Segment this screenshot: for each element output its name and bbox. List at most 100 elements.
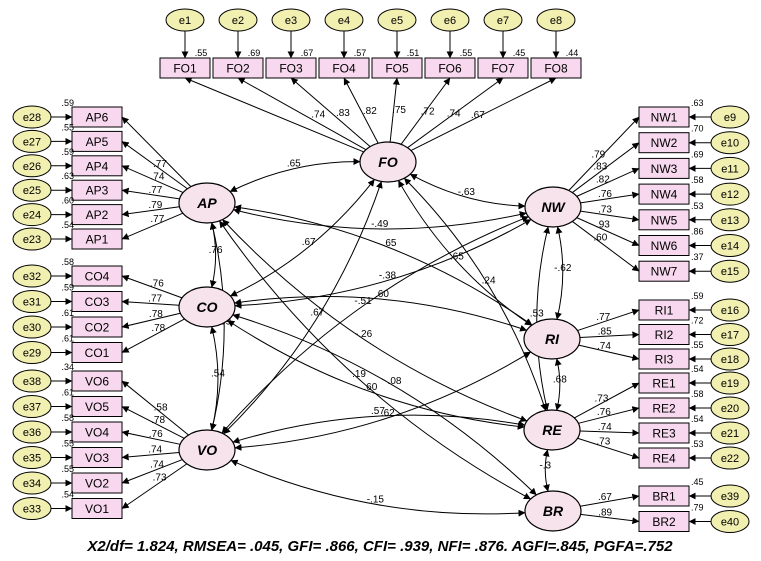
indicator-label: BR2 bbox=[652, 515, 676, 529]
indicator-box bbox=[71, 265, 123, 287]
loading-path bbox=[578, 344, 640, 361]
latent-factor bbox=[178, 182, 236, 224]
r-squared-label: .54 bbox=[61, 220, 74, 230]
loading-path bbox=[121, 140, 188, 190]
error-term bbox=[710, 323, 750, 346]
r-squared-label: .69 bbox=[691, 149, 704, 159]
error-label: e2 bbox=[232, 15, 244, 27]
loading-path bbox=[577, 437, 640, 460]
error-label: e31 bbox=[23, 297, 41, 309]
indicator-label: FO6 bbox=[438, 62, 462, 76]
error-label: e17 bbox=[721, 330, 739, 342]
correlation-path bbox=[232, 313, 537, 496]
correlation-path bbox=[555, 226, 564, 320]
correlation-label: .60 bbox=[375, 289, 389, 300]
r-squared-label: .67 bbox=[301, 48, 314, 58]
error-term bbox=[430, 8, 470, 32]
indicator-box bbox=[71, 204, 123, 226]
error-term bbox=[710, 371, 750, 395]
indicator-label: NW3 bbox=[651, 162, 678, 176]
loading-label: .74 bbox=[311, 110, 325, 121]
correlation-label: -.26 bbox=[355, 329, 373, 340]
indicator-label: FO3 bbox=[279, 62, 303, 76]
error-label: e18 bbox=[721, 354, 739, 366]
error-label: e10 bbox=[721, 138, 739, 150]
indicator-label: AP5 bbox=[86, 135, 109, 149]
correlation-label: .65 bbox=[450, 252, 464, 263]
error-term bbox=[710, 396, 750, 420]
indicator-label: VO5 bbox=[85, 400, 109, 414]
error-label: e20 bbox=[721, 403, 739, 415]
loading-path bbox=[121, 206, 180, 218]
error-label: e14 bbox=[721, 241, 739, 253]
error-term bbox=[710, 234, 750, 257]
r-squared-label: .34 bbox=[61, 362, 74, 372]
r-squared-label: .55 bbox=[460, 48, 473, 58]
loading-label: .74 bbox=[148, 445, 162, 456]
latent-factor bbox=[359, 141, 417, 183]
correlation-label: .19 bbox=[352, 369, 366, 380]
loading-path bbox=[580, 191, 640, 204]
indicator-label: RI3 bbox=[655, 353, 674, 367]
error-term bbox=[377, 8, 417, 32]
error-term bbox=[710, 208, 750, 232]
indicator-label: BR1 bbox=[652, 490, 676, 504]
loading-label: .76 bbox=[598, 189, 612, 200]
indicator-box bbox=[530, 57, 582, 79]
error-term bbox=[12, 369, 52, 393]
indicator-label: VO2 bbox=[85, 477, 109, 491]
indicator-box bbox=[638, 260, 690, 282]
correlation-path bbox=[234, 296, 528, 332]
error-label: e39 bbox=[721, 491, 739, 503]
loading-label: .78 bbox=[149, 309, 163, 320]
r-squared-label: .59 bbox=[61, 283, 74, 293]
correlation-label: .65 bbox=[287, 159, 301, 170]
error-term bbox=[165, 8, 205, 32]
indicator-box bbox=[638, 324, 690, 345]
indicator-label: RE1 bbox=[652, 377, 676, 391]
loading-label: .73 bbox=[598, 205, 612, 216]
correlation-label: -.3 bbox=[539, 461, 551, 472]
r-squared-label: .63 bbox=[61, 171, 74, 181]
indicator-label: RE3 bbox=[652, 427, 676, 441]
indicator-box bbox=[71, 155, 123, 177]
r-squared-label: .45 bbox=[691, 477, 704, 487]
error-term bbox=[12, 290, 52, 313]
r-squared-label: .61 bbox=[61, 334, 74, 344]
r-squared-label: .58 bbox=[691, 175, 704, 185]
r-squared-label: .59 bbox=[61, 98, 74, 108]
correlation-label: -.63 bbox=[458, 187, 476, 198]
error-term bbox=[710, 105, 750, 129]
loading-label: .67 bbox=[471, 110, 485, 121]
node-layer: .65.67-.63.76-.49.65-.26.54-.38.60.60.59… bbox=[12, 8, 750, 533]
indicator-label: VO6 bbox=[85, 375, 109, 389]
error-label: e19 bbox=[721, 378, 739, 390]
correlation-path bbox=[542, 449, 550, 492]
loading-path bbox=[568, 116, 640, 191]
error-label: e7 bbox=[497, 15, 509, 27]
error-label: e27 bbox=[23, 136, 41, 148]
r-squared-label: .55 bbox=[61, 464, 74, 474]
loading-path bbox=[290, 77, 371, 147]
latent-factor bbox=[178, 429, 236, 471]
loading-path bbox=[121, 187, 180, 200]
indicator-label: NW5 bbox=[651, 213, 678, 227]
r-squared-label: .53 bbox=[691, 439, 704, 449]
indicator-label: RE4 bbox=[652, 452, 676, 466]
indicator-label: CO1 bbox=[85, 346, 110, 360]
loading-path bbox=[184, 77, 364, 153]
error-label: e26 bbox=[23, 161, 41, 173]
r-squared-label: .61 bbox=[61, 388, 74, 398]
correlation-path bbox=[230, 459, 526, 517]
loading-path bbox=[579, 429, 640, 437]
correlation-path bbox=[554, 358, 562, 411]
indicator-box bbox=[71, 106, 123, 128]
loading-path bbox=[579, 331, 640, 339]
loading-label: .73 bbox=[153, 473, 167, 484]
indicator-box bbox=[212, 57, 264, 79]
error-label: e21 bbox=[721, 428, 739, 440]
r-squared-label: .63 bbox=[691, 98, 704, 108]
error-label: e33 bbox=[23, 504, 41, 516]
error-term bbox=[271, 8, 311, 32]
r-squared-label: .53 bbox=[691, 201, 704, 211]
